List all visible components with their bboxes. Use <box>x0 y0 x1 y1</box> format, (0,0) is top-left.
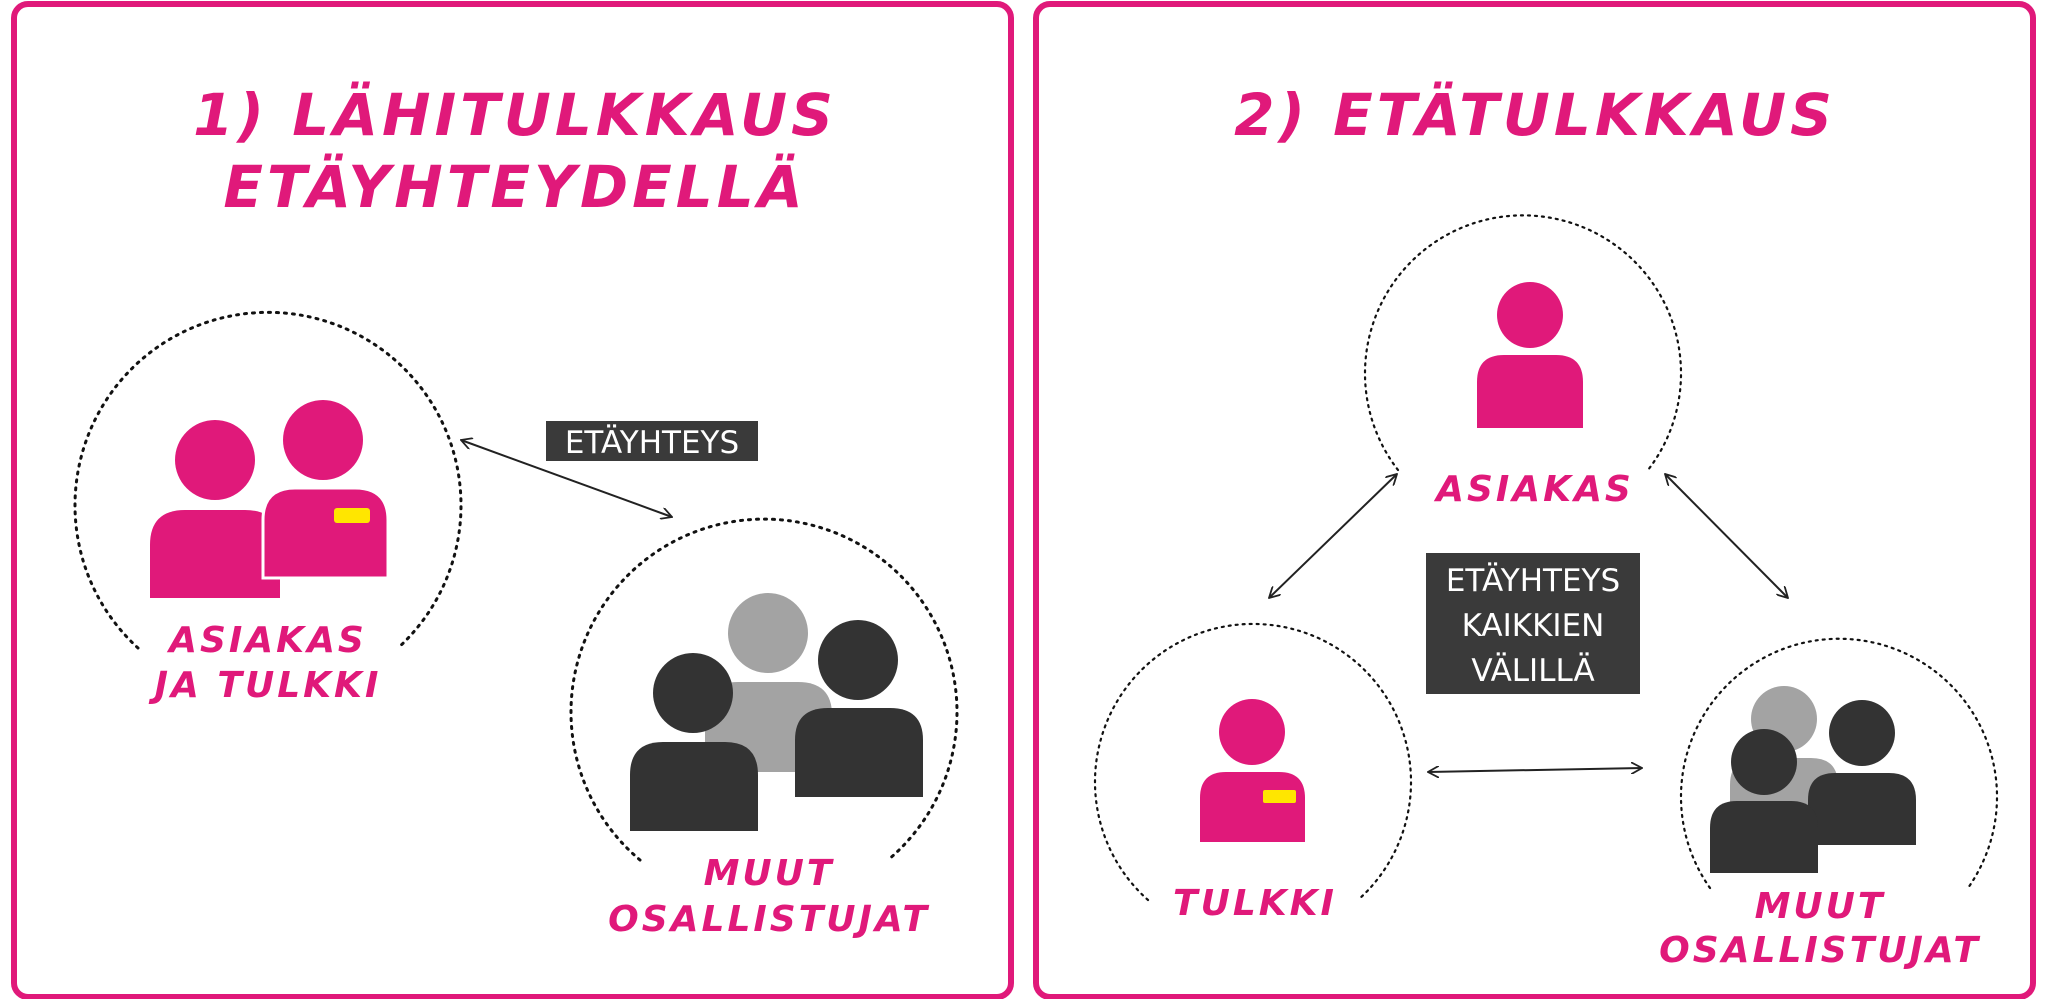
node-label: ASIAKAS <box>1433 469 1634 510</box>
interpreter-badge <box>1263 790 1296 803</box>
double-arrow-icon <box>461 440 672 517</box>
panel-border <box>11 1 1014 999</box>
group-icon <box>630 593 923 831</box>
connection-label-line2: KAIKKIEN <box>1462 608 1605 644</box>
group-label-line1: ASIAKAS <box>166 620 367 661</box>
node-label: OSALLISTUJAT <box>1659 930 1981 971</box>
panel-title-line1: 1) LÄHITULKKAUS <box>193 80 837 149</box>
panel-lahitulkkaus: 1) LÄHITULKKAUS ETÄYHTEYDELLÄ ASIAKAS JA… <box>11 1 1014 999</box>
connection-label-line1: ETÄYHTEYS <box>1446 563 1620 599</box>
group-circle-client <box>1363 214 1683 472</box>
person-icon <box>1477 282 1583 428</box>
group-circle-others <box>569 517 959 862</box>
interpreter-icon <box>261 400 390 580</box>
person-icon <box>150 420 280 598</box>
connection-label-line3: VÄLILLÄ <box>1471 653 1594 689</box>
panel-border <box>1033 1 2036 999</box>
group-circle-others <box>1679 637 1999 890</box>
group-label-line2: JA TULKKI <box>149 665 382 706</box>
connection-label-text: ETÄYHTEYS <box>565 425 739 461</box>
group-icon <box>1710 686 1916 873</box>
panel-title-line2: ETÄYHTEYDELLÄ <box>223 152 806 221</box>
group-circle-client-interpreter <box>73 310 463 650</box>
double-arrow-icon <box>1665 474 1788 598</box>
node-label: TULKKI <box>1173 883 1337 924</box>
interpreter-badge <box>334 508 370 523</box>
group-label-line2: OSALLISTUJAT <box>608 899 930 940</box>
panel-title: 2) ETÄTULKKAUS <box>1234 80 1836 149</box>
connection-label: ETÄYHTEYS KAIKKIEN VÄLILLÄ <box>1426 553 1640 694</box>
panel-etatulkkaus: 2) ETÄTULKKAUS ASIAKAS TULKKI MUUT OSALL… <box>1033 1 2036 999</box>
group-label-line1: MUUT <box>704 853 835 894</box>
interpreter-icon <box>1200 699 1305 842</box>
connection-label: ETÄYHTEYS <box>546 421 758 461</box>
node-label: MUUT <box>1755 886 1886 927</box>
group-circle-interpreter <box>1093 622 1413 902</box>
double-arrow-icon <box>1428 768 1642 772</box>
double-arrow-icon <box>1269 474 1397 598</box>
